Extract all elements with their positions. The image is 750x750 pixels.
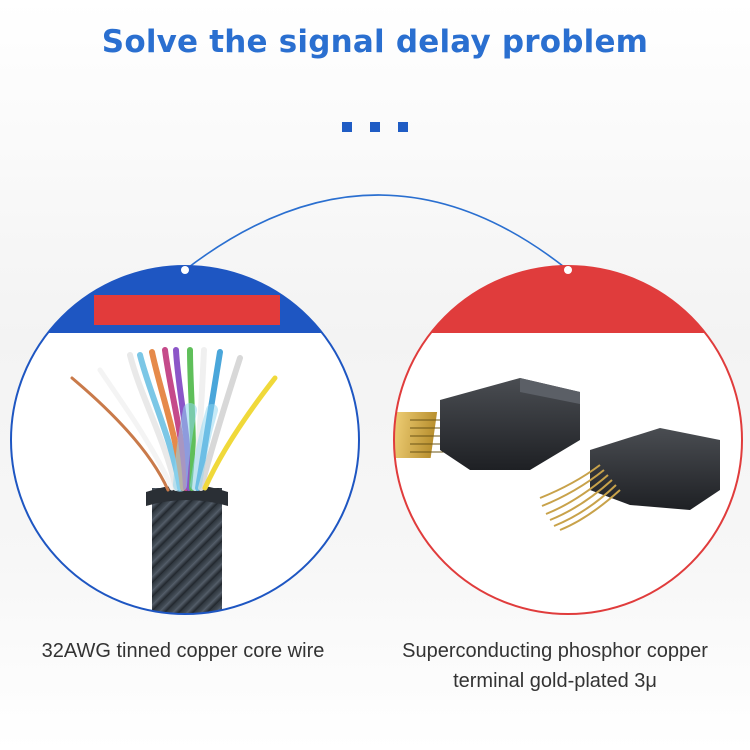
dot bbox=[342, 122, 352, 132]
wire-bundle bbox=[70, 347, 278, 492]
right-caption-line-2: terminal gold-plated 3μ bbox=[453, 670, 657, 692]
connector-module-2 bbox=[539, 428, 720, 531]
right-caption-line-1: Superconducting phosphor copper bbox=[402, 640, 708, 662]
connector-arc bbox=[184, 194, 569, 271]
right-caption: Superconducting phosphor copper terminal… bbox=[372, 636, 738, 696]
braided-cable-jacket bbox=[152, 488, 222, 614]
ellipsis-dots bbox=[342, 122, 412, 132]
right-circle-panel bbox=[393, 265, 743, 615]
connector-module-1 bbox=[394, 378, 580, 470]
page-title: Solve the signal delay problem bbox=[101, 24, 649, 60]
left-circle-panel bbox=[10, 265, 360, 615]
left-caption: 32AWG tinned copper core wire bbox=[41, 640, 325, 662]
dot bbox=[370, 122, 380, 132]
dot bbox=[398, 122, 408, 132]
left-label-bar bbox=[94, 295, 280, 325]
left-pin-dot bbox=[181, 266, 189, 274]
right-pin-dot bbox=[564, 266, 572, 274]
